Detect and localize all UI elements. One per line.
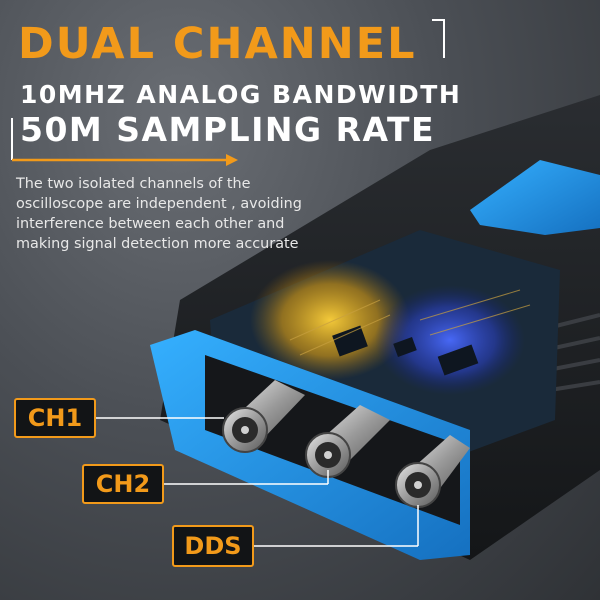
glow-yellow [250, 260, 410, 380]
bnc-connector-ch1 [222, 380, 305, 453]
circuit-traces [289, 289, 531, 356]
glow-blue [375, 285, 525, 395]
label-dds: DDS [172, 525, 254, 567]
bnc-connector-dds [395, 435, 470, 508]
arrow-head-icon [226, 154, 238, 166]
headline: DUAL CHANNEL [18, 19, 417, 69]
bnc-connector-ch2 [305, 405, 390, 478]
label-ch1: CH1 [14, 398, 96, 438]
sampling-rate-subtitle: 50M SAMPLING RATE [20, 110, 436, 149]
callout-lines [96, 417, 419, 547]
bandwidth-subtitle: 10MHZ ANALOG BANDWIDTH [20, 80, 462, 109]
corner-bracket [432, 19, 445, 58]
description-text: The two isolated channels of the oscillo… [16, 176, 302, 252]
device-top-button [470, 160, 600, 235]
chips [332, 325, 479, 376]
label-ch2: CH2 [82, 464, 164, 504]
